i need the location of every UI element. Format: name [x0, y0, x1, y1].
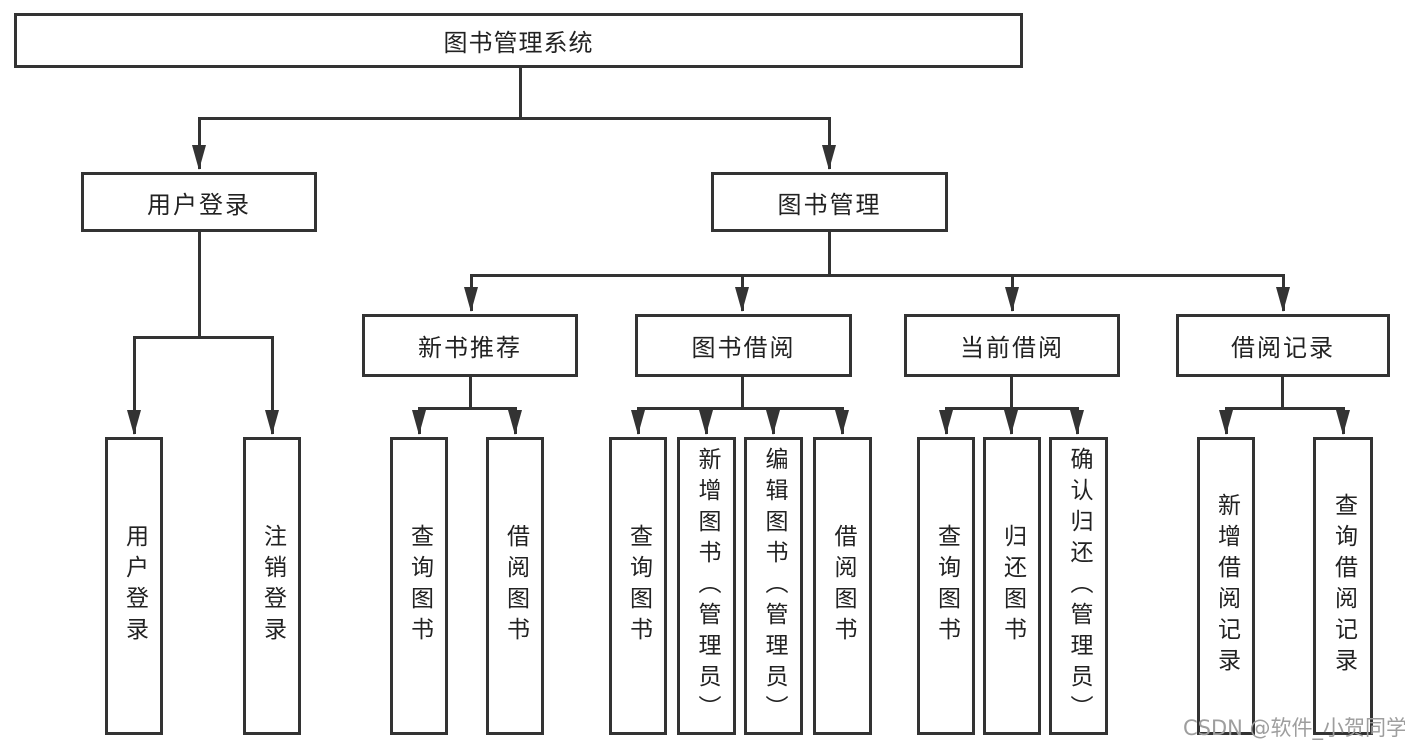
node-user-login-branch: 用户登录: [81, 172, 317, 232]
connector-line: [271, 336, 274, 434]
node-leaf-query-books-current-label: 查询图书: [933, 524, 960, 648]
arrowhead-down-icon: [1004, 410, 1018, 435]
arrowhead-down-icon: [766, 410, 780, 435]
connector-line: [198, 117, 831, 120]
node-leaf-user-login-label: 用户登录: [121, 524, 148, 648]
connector-line: [198, 232, 201, 336]
node-leaf-query-books-recommend-label: 查询图书: [406, 524, 433, 648]
arrowhead-down-icon: [508, 410, 522, 435]
node-book-management-label: 图书管理: [777, 190, 882, 219]
node-leaf-query-books-current: 查询图书: [917, 437, 975, 735]
node-leaf-query-borrow-record: 查询借阅记录: [1313, 437, 1373, 735]
node-leaf-borrow-books-borrowing-label: 借阅图书: [830, 524, 856, 648]
connector-line: [133, 336, 274, 339]
arrowhead-down-icon: [265, 410, 279, 435]
arrowhead-down-icon: [464, 287, 478, 312]
connector-line: [133, 336, 136, 434]
connector-line: [519, 68, 522, 117]
node-leaf-query-books-recommend: 查询图书: [390, 437, 448, 735]
node-leaf-user-login: 用户登录: [105, 437, 163, 735]
node-book-management: 图书管理: [711, 172, 948, 232]
node-new-book-recommend-label: 新书推荐: [418, 334, 522, 362]
node-leaf-edit-book-admin: 编辑图书（管理员）: [744, 437, 803, 735]
node-book-borrowing: 图书借阅: [635, 314, 852, 377]
arrowhead-down-icon: [631, 410, 645, 435]
node-user-login-branch-label: 用户登录: [147, 190, 251, 219]
connector-line: [1281, 377, 1284, 407]
csdn-watermark: CSDN @软件_小贺同学: [1183, 716, 1405, 740]
connector-line: [637, 407, 844, 410]
connector-line: [828, 232, 831, 274]
connector-line: [828, 117, 831, 169]
node-root: 图书管理系统: [14, 13, 1023, 68]
arrowhead-down-icon: [127, 410, 141, 435]
arrowhead-down-icon: [1276, 287, 1290, 312]
arrowhead-down-icon: [699, 410, 713, 435]
node-leaf-borrow-books-recommend: 借阅图书: [486, 437, 544, 735]
connector-line: [470, 274, 1284, 277]
node-leaf-confirm-return-admin: 确认归还（管理员）: [1049, 437, 1108, 735]
node-leaf-add-book-admin: 新增图书（管理员）: [677, 437, 736, 735]
node-leaf-query-borrow-record-label: 查询借阅记录: [1330, 493, 1357, 679]
node-leaf-edit-book-admin-label: 编辑图书（管理员）: [761, 446, 787, 726]
arrowhead-down-icon: [1336, 410, 1350, 435]
arrowhead-down-icon: [412, 410, 426, 435]
node-root-label: 图书管理系统: [443, 29, 594, 57]
node-book-borrowing-label: 图书借阅: [691, 334, 796, 362]
connector-line: [741, 377, 744, 407]
node-leaf-add-borrow-record: 新增借阅记录: [1197, 437, 1255, 735]
node-leaf-borrow-books-borrowing: 借阅图书: [813, 437, 872, 735]
node-current-borrowing: 当前借阅: [904, 314, 1120, 377]
node-borrow-records: 借阅记录: [1176, 314, 1390, 377]
node-borrow-records-label: 借阅记录: [1231, 334, 1335, 362]
node-leaf-return-books: 归还图书: [983, 437, 1041, 735]
node-leaf-add-borrow-record-label: 新增借阅记录: [1213, 493, 1240, 679]
arrowhead-down-icon: [192, 145, 206, 170]
arrowhead-down-icon: [1219, 410, 1233, 435]
node-leaf-logout: 注销登录: [243, 437, 301, 735]
connector-line: [198, 117, 201, 169]
connector-line: [418, 407, 517, 410]
arrowhead-down-icon: [1005, 287, 1019, 312]
arrowhead-down-icon: [835, 410, 849, 435]
node-leaf-logout-label: 注销登录: [259, 524, 286, 648]
connector-line: [1010, 377, 1013, 407]
node-leaf-query-books-borrowing: 查询图书: [609, 437, 667, 735]
arrowhead-down-icon: [939, 410, 953, 435]
node-leaf-borrow-books-recommend-label: 借阅图书: [502, 524, 529, 648]
node-new-book-recommend: 新书推荐: [362, 314, 578, 377]
node-current-borrowing-label: 当前借阅: [960, 334, 1064, 362]
node-leaf-query-books-borrowing-label: 查询图书: [625, 524, 652, 648]
node-leaf-return-books-label: 归还图书: [999, 524, 1026, 648]
arrowhead-down-icon: [1070, 410, 1084, 435]
node-leaf-add-book-admin-label: 新增图书（管理员）: [694, 446, 720, 726]
arrowhead-down-icon: [822, 145, 836, 170]
arrowhead-down-icon: [735, 287, 749, 312]
node-leaf-confirm-return-admin-label: 确认归还（管理员）: [1066, 446, 1092, 726]
connector-line: [469, 377, 472, 407]
connector-line: [1225, 407, 1344, 410]
